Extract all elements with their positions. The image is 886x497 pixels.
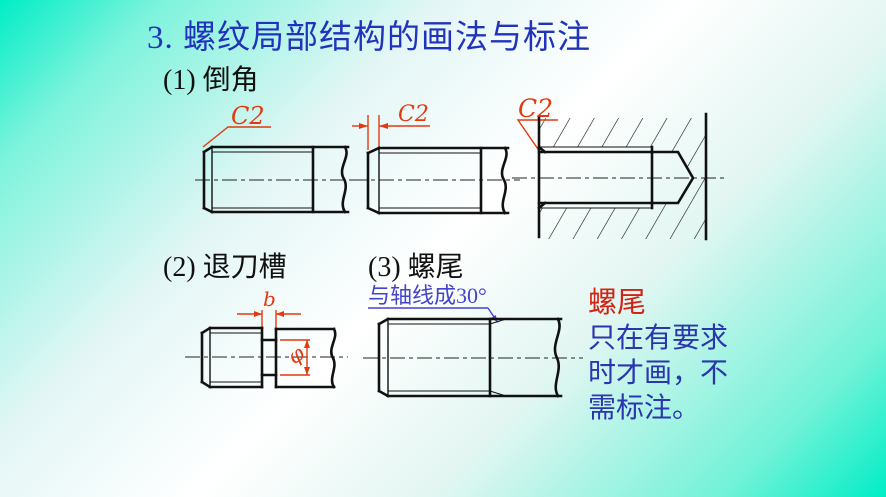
runout-note-heading: 螺尾: [588, 287, 647, 319]
part-outline: [202, 145, 350, 214]
external-thread-chamfer-drawing-2: C2: [352, 102, 520, 215]
part-outline: [200, 326, 337, 389]
section-label-chamfer: (1) 倒角: [163, 65, 259, 96]
groove-width-dimension: [237, 310, 301, 336]
runout-note-line: 只在有要求: [588, 323, 729, 354]
break-line: [500, 146, 508, 215]
chamfer-dim-label-1: C2: [231, 102, 265, 130]
thread-runout-drawing: 与轴线成30°: [363, 283, 583, 398]
undercut-groove-drawing: b: [185, 287, 348, 389]
leader-line: [516, 119, 558, 153]
part-outline: [366, 146, 510, 215]
part-outline: [377, 317, 563, 398]
chamfer-dim-label-3: C2: [518, 94, 553, 123]
section-hatching: [539, 118, 706, 239]
break-line: [553, 317, 561, 398]
page-title: 3. 螺纹局部结构的画法与标注: [147, 20, 591, 56]
groove-diameter-dimension: φ: [280, 339, 310, 376]
leader-line: [202, 126, 271, 148]
internal-thread-section-drawing: C2: [512, 94, 726, 241]
break-line: [340, 145, 348, 214]
section-label-undercut: (2) 退刀槽: [163, 252, 287, 283]
part-outline: [537, 112, 708, 241]
runout-note-line: 需标注。: [588, 393, 701, 424]
runout-note-block: 螺尾 只在有要求 时才画，不 需标注。: [588, 286, 778, 426]
runout-line-bottom: [489, 390, 507, 397]
external-thread-chamfer-drawing-1: C2: [195, 102, 358, 214]
runout-angle-note: 与轴线成30°: [368, 283, 487, 308]
chamfer-dim-label-2: C2: [398, 102, 429, 127]
groove-width-label: b: [263, 287, 276, 311]
break-line: [330, 327, 337, 389]
runout-line-top: [489, 318, 507, 325]
runout-note-line: 时才画，不: [588, 358, 729, 389]
dimension-lines: [352, 115, 430, 150]
section-label-runout: (3) 螺尾: [368, 252, 464, 283]
